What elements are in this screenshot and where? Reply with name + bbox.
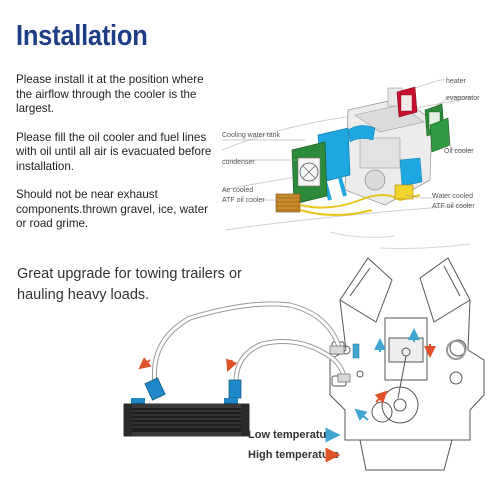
- label-condenser: condenser: [222, 159, 255, 166]
- engine-cross-section: [329, 257, 485, 471]
- engine-fittings: [329, 343, 360, 383]
- page-title: Installation: [16, 20, 148, 52]
- condenser-radiator: [291, 141, 328, 205]
- label-evaporator: evaporator: [446, 95, 480, 102]
- atf-lines: [299, 194, 421, 216]
- legend-low-temperature: Low temperature: [248, 429, 337, 441]
- hose-flow-arrows: [138, 357, 238, 372]
- engine-bay-diagram: heater evaporator Oil cooler Cooling wat…: [221, 78, 480, 249]
- instruction-airflow: Please install it at the position where …: [16, 73, 204, 115]
- oil-hoses: [151, 301, 347, 385]
- label-water-cooled: Water cooled: [432, 193, 473, 200]
- temperature-legend: Low temperature High temperature: [248, 427, 341, 463]
- instructions-block: Please install it at the position where …: [16, 73, 221, 246]
- label-oil-cooler: Oil cooler: [444, 148, 474, 155]
- label-air-cooled: Air cooled: [222, 187, 253, 194]
- label-cooling-water-tank: Cooling water tank: [222, 132, 280, 139]
- label-heater: heater: [446, 78, 467, 85]
- upgrade-text: Great upgrade for towing trailers or hau…: [17, 266, 242, 303]
- label-air-cooled-atf: ATF oil cooler: [222, 197, 265, 204]
- engine-flow-arrows: [354, 328, 436, 422]
- oil-filter-ring: [446, 340, 466, 360]
- engine-block: [344, 87, 433, 206]
- legend-high-temperature: High temperature: [248, 449, 339, 461]
- instruction-fill-oil: Please fill the oil cooler and fuel line…: [16, 130, 212, 173]
- heater-core: [396, 86, 418, 118]
- label-water-cooled-atf: ATF oil cooler: [432, 203, 475, 210]
- water-cooled-atf-cooler: [394, 184, 414, 200]
- oil-cooler-illustration: [123, 377, 250, 437]
- instruction-placement: Should not be near exhaust components.th…: [16, 188, 209, 230]
- air-cooled-atf-cooler: [275, 193, 301, 213]
